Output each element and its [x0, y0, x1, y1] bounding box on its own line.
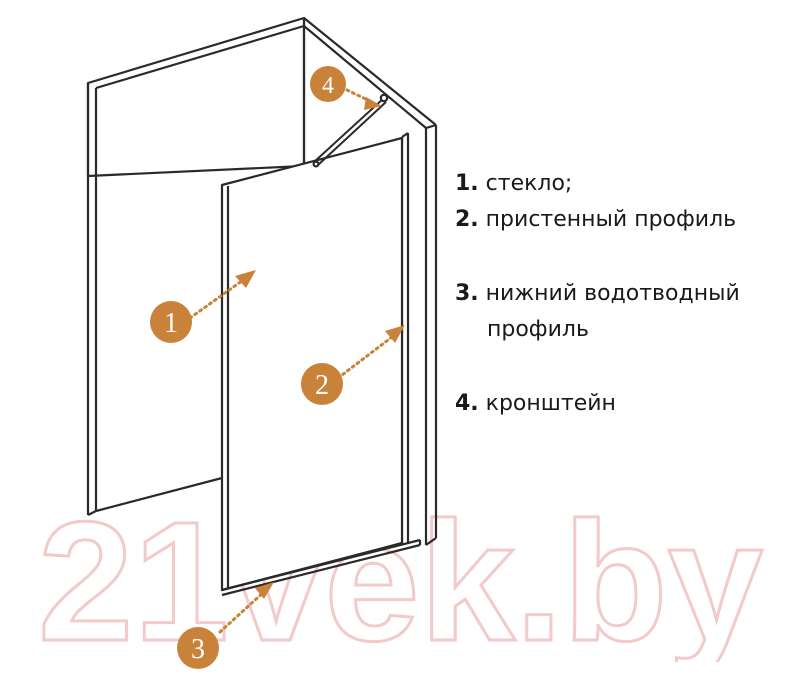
arrow-3 [218, 588, 268, 634]
arrow-2-head [385, 325, 405, 343]
arrow-2 [336, 332, 398, 380]
arrow-4-head [364, 97, 382, 110]
legend-item-1-text: стекло; [485, 171, 573, 196]
legend-item-2-number: 2. [455, 207, 479, 232]
marker-2: 2 [301, 363, 343, 405]
glass-panel [220, 136, 404, 592]
marker-1: 1 [150, 301, 192, 343]
marker-4-label: 4 [322, 73, 334, 99]
legend-item-4-text: кронштейн [485, 391, 616, 416]
arrow-1 [188, 276, 248, 320]
back-wall [86, 16, 306, 178]
bracket [313, 97, 385, 163]
legend-item-3: 3. нижний водотводный [455, 276, 740, 312]
marker-3-label: 3 [191, 634, 205, 665]
legend-item-3-text: нижний водотводный [485, 281, 740, 306]
arrow-1-head [235, 270, 256, 288]
legend-item-3-text-line2: профиль [487, 317, 589, 342]
marker-1-label: 1 [164, 308, 178, 339]
legend-item-1-number: 1. [455, 171, 479, 196]
legend-item-4-number: 4. [455, 391, 479, 416]
arrow-3-head [255, 582, 274, 599]
bottom-profile [221, 538, 421, 592]
marker-3: 3 [177, 627, 219, 669]
legend-item-2: 2. пристенный профиль [455, 202, 736, 238]
legend-item-3-number: 3. [455, 281, 479, 306]
legend-item-1: 1. стекло; [455, 166, 572, 202]
side-wall-top [303, 17, 437, 126]
legend-item-4: 4. кронштейн [455, 386, 616, 422]
marker-4: 4 [310, 66, 346, 102]
legend-item-3-continued: профиль [487, 312, 589, 348]
legend-item-2-text: пристенный профиль [485, 207, 737, 232]
marker-2-label: 2 [315, 370, 329, 401]
